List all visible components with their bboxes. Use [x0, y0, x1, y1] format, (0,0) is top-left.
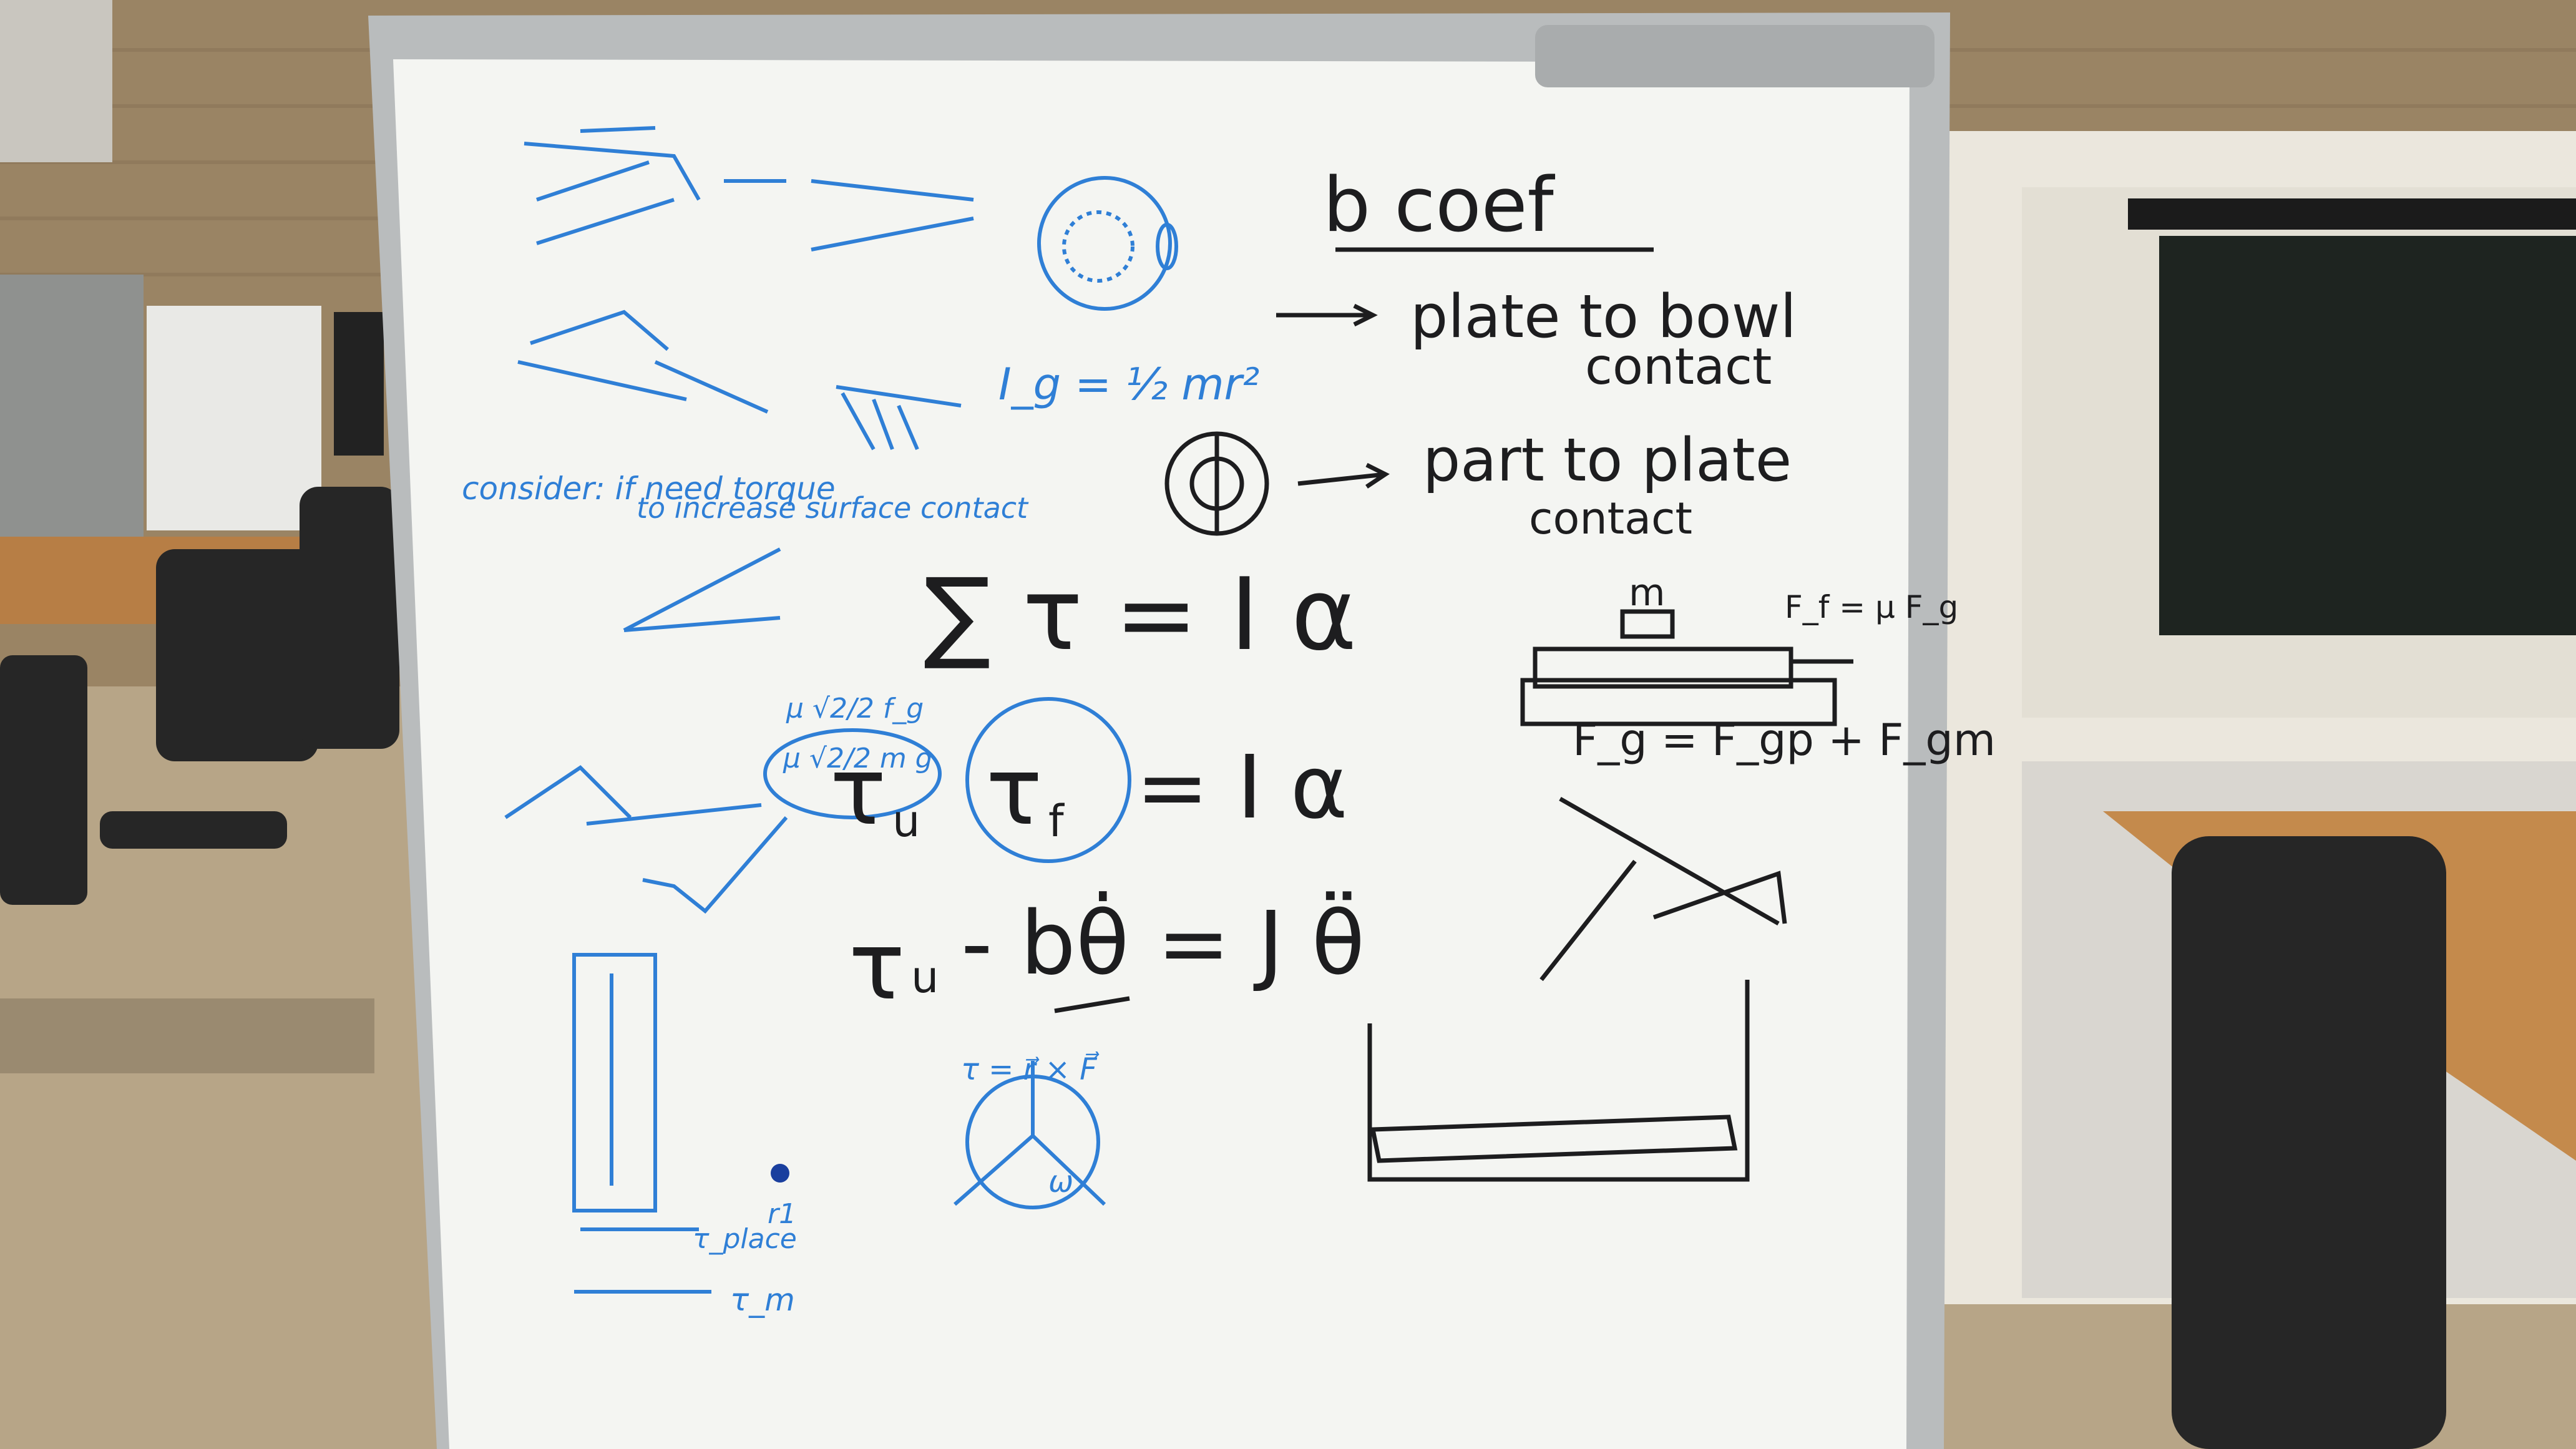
wall-vent	[0, 0, 112, 162]
consider-text: consider: if need torque	[462, 471, 836, 507]
r1-text: r1	[768, 1198, 796, 1230]
tau-cross-text: τ = r⃗ × F⃗	[961, 1051, 1100, 1087]
eq2-sub: u	[911, 952, 939, 1003]
ig-equation: I_g = ½ mr²	[998, 359, 1259, 410]
pivot-dot	[771, 1164, 789, 1183]
b-coef-text: b coef	[1323, 162, 1556, 249]
ff-label: F_f = μ F_g	[1785, 589, 1958, 625]
black-sketch-strokes	[1054, 247, 1853, 1182]
contact-text-2: contact	[1529, 493, 1692, 544]
tau-m-text: τ_m	[730, 1282, 795, 1318]
tau-u-eq2: τ	[849, 912, 905, 1021]
m-label: m	[1629, 571, 1665, 615]
part-to-plate-text: part to plate	[1423, 426, 1792, 495]
tau-f-text: τ	[986, 738, 1042, 846]
mu-mg-text: μ √2/2 m g	[783, 743, 933, 774]
tv-mount-bar	[2128, 198, 2576, 230]
tau-u-sub: u	[892, 796, 920, 847]
chairs-left	[0, 487, 399, 905]
monitor-left	[334, 312, 384, 456]
marker-tray	[1535, 25, 1934, 87]
consider-text-2: to increase surface contact	[637, 491, 1029, 525]
electrical-panel	[0, 275, 144, 537]
fg-equation: F_g = F_gp + F_gm	[1573, 715, 1996, 766]
blue-sketch-strokes	[504, 126, 1178, 1294]
tau-f-sub: f	[1048, 796, 1065, 847]
partition-white	[147, 306, 321, 530]
whiteboard-surface	[393, 59, 1910, 1449]
omega-text: ω	[1048, 1164, 1073, 1199]
eq1-rhs: = I α	[1136, 737, 1348, 839]
tau-place-text: τ_place	[693, 1223, 797, 1255]
plate-to-bowl-text: plate to bowl	[1410, 283, 1797, 351]
chair-right	[2172, 836, 2446, 1449]
contact-text-1: contact	[1585, 338, 1772, 396]
mu-fg-text: μ √2/2 f_g	[786, 693, 924, 724]
tau-u-text: τ	[830, 738, 886, 846]
sum-tau-equation: ∑ τ = I α	[924, 556, 1357, 673]
tv-screen	[2159, 236, 2576, 635]
floor-grate	[0, 998, 374, 1073]
eq2-rest: - bθ̇ = J θ̈	[961, 890, 1365, 995]
